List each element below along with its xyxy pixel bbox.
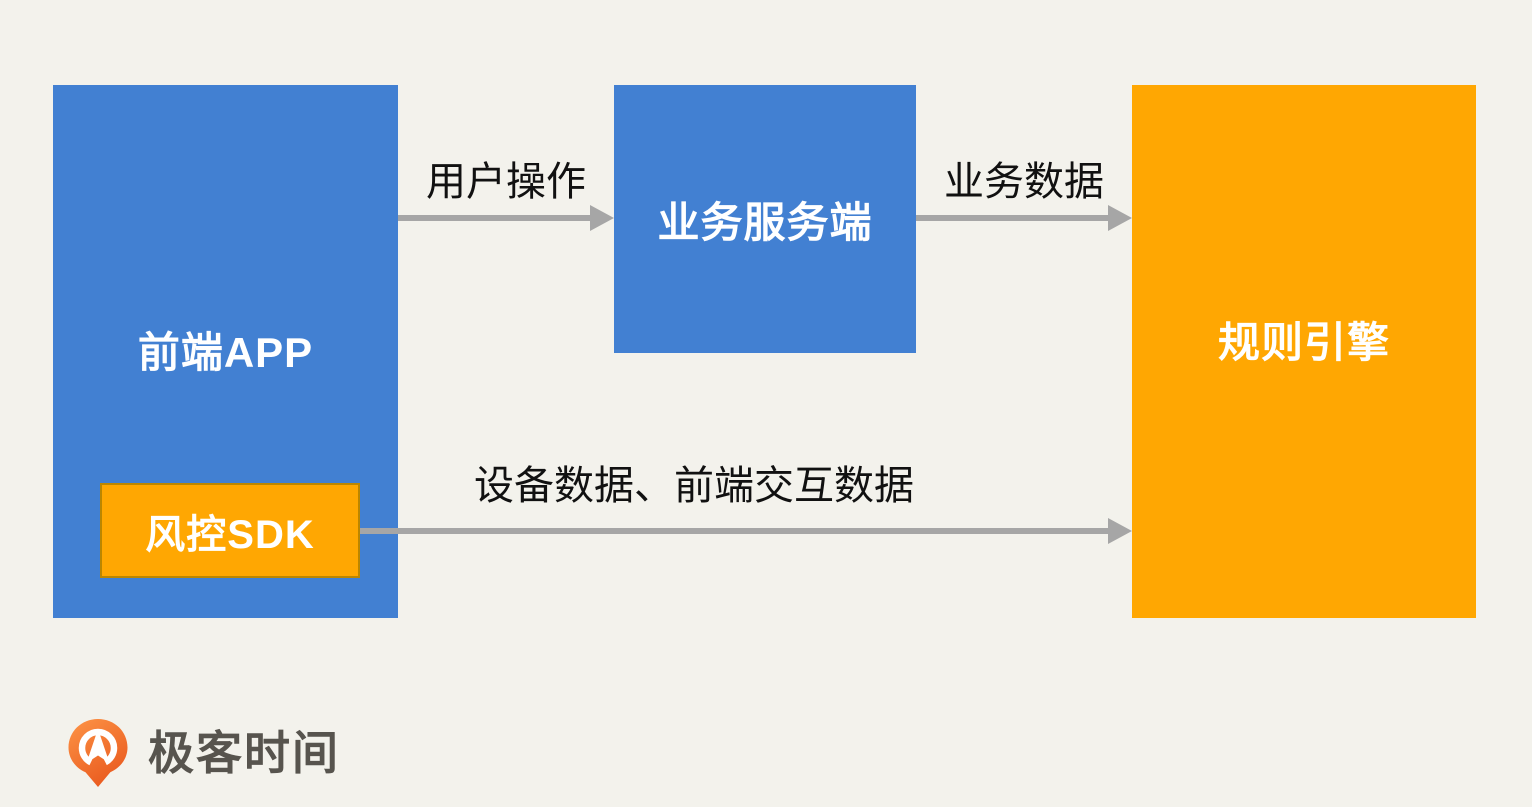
node-rule-engine-label: 规则引擎	[1217, 319, 1390, 366]
edge-user-action-arrow-line	[398, 215, 592, 221]
edge-device-data-arrow-line	[360, 528, 1110, 534]
edge-business-data-label: 业务数据	[944, 160, 1104, 204]
edge-user-action-label: 用户操作	[426, 160, 586, 204]
node-business-server: 业务服务端	[614, 85, 916, 353]
node-business-server-label: 业务服务端	[657, 198, 873, 246]
edge-user-action-arrow-head-icon	[590, 205, 614, 231]
node-frontend-app-label: 前端APP	[137, 329, 314, 376]
geektime-pin-icon	[68, 719, 128, 787]
brand-logo: 极客时间	[64, 718, 340, 788]
brand-logo-text: 极客时间	[148, 727, 340, 779]
edge-device-data-label: 设备数据、前端交互数据	[474, 464, 914, 508]
edge-business-data-arrow-line	[916, 215, 1110, 221]
node-rule-engine: 规则引擎	[1132, 85, 1476, 618]
node-risk-sdk-label: 风控SDK	[145, 512, 315, 557]
edge-device-data-arrow-head-icon	[1108, 518, 1132, 544]
edge-business-data-arrow-head-icon	[1108, 205, 1132, 231]
node-risk-sdk: 风控SDK	[100, 483, 360, 578]
